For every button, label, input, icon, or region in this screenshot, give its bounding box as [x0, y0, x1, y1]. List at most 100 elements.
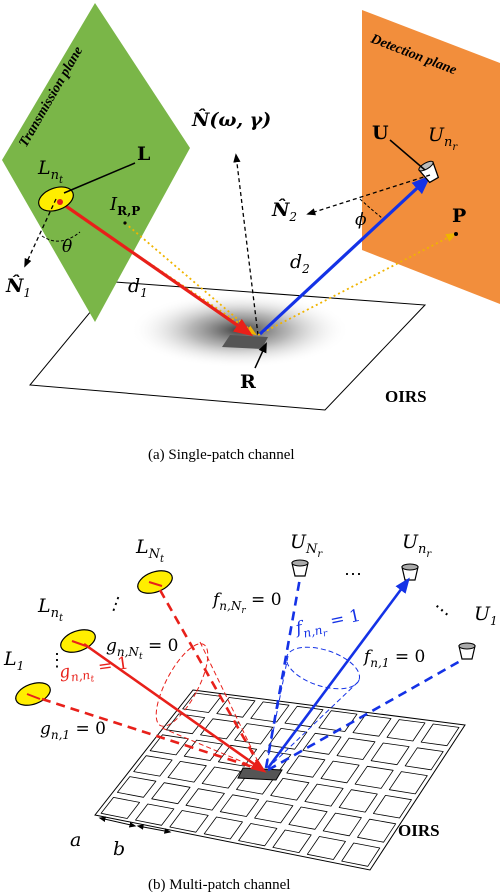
grid-cell	[352, 714, 392, 737]
N1-label: N̂1	[5, 275, 31, 300]
grid-cell	[404, 747, 444, 771]
N1-normal-arrow	[24, 198, 57, 268]
grid-cell	[322, 812, 362, 837]
U-label: U	[372, 122, 389, 144]
grid-cell	[167, 761, 207, 783]
grid-cell	[372, 795, 412, 819]
Unr-label-b: Unr	[402, 531, 432, 560]
blue-cone-edge-2	[267, 681, 359, 769]
U-pointer	[389, 139, 426, 171]
grid-cell	[216, 697, 256, 718]
panel-b-multi-patch: a b LNt Lnt L1 ⋮ ⋮	[3, 531, 498, 893]
grid-cell	[133, 755, 173, 777]
surface-shadow	[130, 292, 350, 368]
grid-cell	[370, 742, 410, 766]
IRP-label: IR,P	[109, 194, 140, 218]
blue-cone-edge-1	[265, 655, 289, 769]
oirs-label-b: OIRS	[398, 821, 440, 840]
grid-cell	[182, 692, 222, 713]
d2-label: d2	[290, 251, 310, 276]
g-n1-label: gn,1 = 0	[40, 719, 106, 742]
g-nnt-label: gn,nt = 1	[58, 653, 131, 688]
reflecting-patch	[222, 335, 268, 349]
blue-solid-Unr	[266, 577, 410, 769]
grid-cell	[250, 701, 290, 723]
f-n1-label: fn,1 = 0	[362, 647, 425, 670]
LNt-label: LNt	[135, 536, 165, 565]
grid-cell	[304, 783, 344, 807]
L-pointer	[63, 162, 136, 194]
Lnt-label-b: Lnt	[37, 595, 64, 624]
normal-label: N̂(ω, γ)	[191, 109, 271, 131]
led-vdots-top: ⋮	[104, 591, 128, 617]
grid-cell	[388, 771, 428, 795]
g-nNt-label: gn,Nt = 0	[106, 636, 178, 662]
R-pointer	[254, 342, 267, 369]
grid-cell	[336, 737, 376, 760]
pd-UNr-icon	[291, 559, 309, 577]
grid-cell	[306, 836, 346, 860]
grid-cell	[420, 723, 460, 747]
led-vdots-bottom: ⋮	[48, 650, 66, 671]
red-cone-ellipse	[155, 643, 209, 727]
blue-dashed-U1	[267, 658, 463, 772]
UNr-label: UNr	[290, 531, 323, 560]
a-label: a	[70, 829, 81, 851]
surface-normal-arrow	[233, 153, 259, 336]
blue-dashed-UNr	[264, 577, 302, 769]
irp-point	[123, 221, 127, 225]
L-label: L	[137, 143, 150, 165]
detection-plane	[362, 10, 500, 304]
grid-cell	[149, 734, 189, 756]
U1-label: U1	[474, 603, 498, 628]
led-L1-mark	[26, 693, 41, 700]
oirs-grid-cells	[100, 692, 460, 867]
grid-cell	[203, 816, 243, 840]
grid-cell	[238, 823, 278, 847]
grid-cell	[185, 788, 225, 811]
grid-cell	[219, 794, 260, 817]
Lnt-label: Lnt	[37, 157, 64, 186]
pd-ellipsis-diag: ⋯	[428, 596, 455, 624]
grid-cell	[286, 755, 326, 778]
grid-cell	[302, 732, 342, 755]
grid-cell	[151, 782, 191, 805]
d1-label: d1	[128, 275, 148, 300]
grid-cell	[341, 842, 381, 867]
spacing-a-arrow	[98, 816, 137, 828]
led-L1	[15, 682, 51, 706]
red-dashed-LNt	[158, 589, 264, 771]
grid-cell	[254, 800, 294, 824]
led-center	[57, 199, 63, 205]
R-label: R	[240, 371, 256, 393]
caption-a: (a) Single-patch channel	[148, 447, 295, 463]
grid-cell	[320, 760, 360, 784]
grid-cell	[268, 728, 308, 750]
oirs-label-a: OIRS	[385, 387, 427, 406]
grid-cell	[165, 713, 206, 735]
theta-arc	[41, 231, 81, 242]
grid-cell	[357, 818, 397, 843]
grid-cell	[354, 765, 394, 789]
grid-cell	[117, 776, 157, 798]
blue-cone-ellipse	[285, 646, 361, 690]
f-nnr-label: fn,nr = 1	[292, 606, 364, 646]
led-LNt	[137, 570, 173, 594]
red-cone-edge-2	[161, 727, 263, 771]
grid-cell	[272, 829, 312, 853]
N2-normal-arrow	[306, 174, 431, 216]
grid-cell	[288, 806, 328, 830]
led-LNt-mark	[148, 581, 163, 587]
P-label: P	[452, 205, 466, 227]
dotted-path-p	[257, 233, 457, 336]
pd-ellipsis: ⋯	[344, 564, 362, 585]
grid-cell	[338, 789, 378, 813]
f-nNr-label: fn,Nr = 0	[211, 590, 282, 616]
red-solid-Lnt	[83, 642, 267, 773]
incident-ray	[59, 200, 254, 337]
grid-cell	[201, 766, 241, 789]
b-label: b	[113, 838, 125, 860]
phi-arc	[359, 198, 383, 219]
caption-b: (b) Multi-patch channel	[148, 877, 290, 893]
